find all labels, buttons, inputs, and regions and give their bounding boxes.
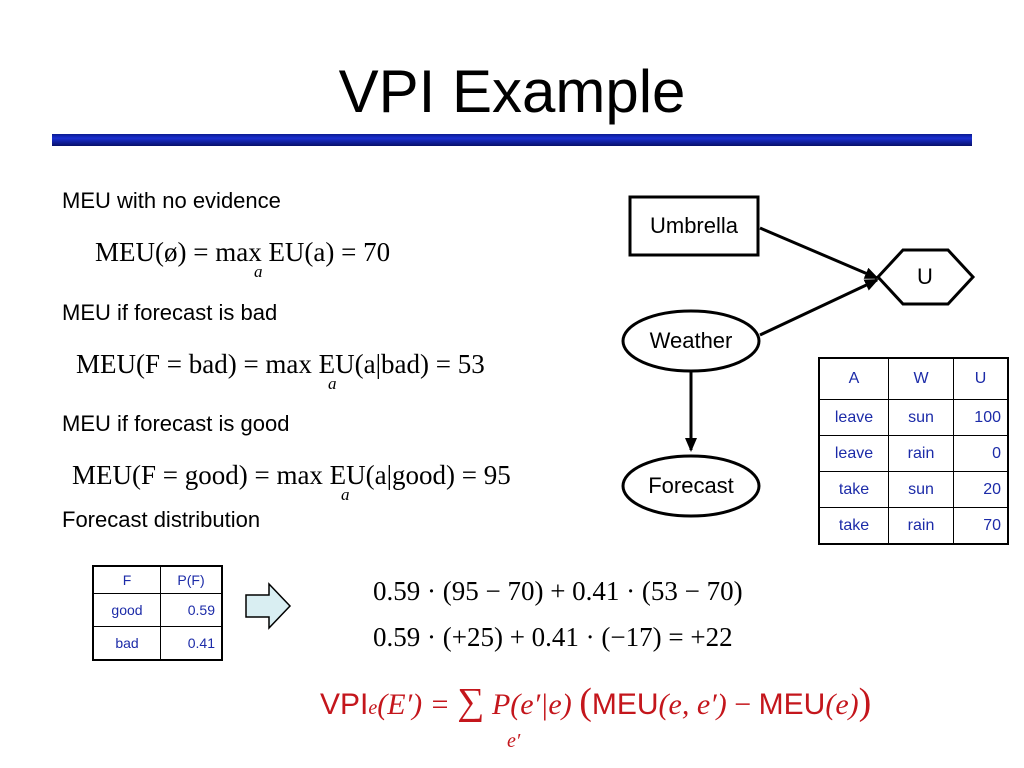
- table-cell: take: [818, 507, 889, 545]
- table-row: leave sun 100: [818, 399, 1009, 436]
- label-forecast-bad: MEU if forecast is bad: [62, 300, 278, 325]
- table-header: P(F): [160, 565, 223, 594]
- table-cell: take: [818, 471, 889, 508]
- table-header: W: [888, 357, 954, 400]
- umbrella-node-label: Umbrella: [650, 213, 739, 238]
- calculation-line-1: 0.59 · (95 − 70) + 0.41 · (53 − 70): [373, 576, 743, 606]
- table-cell: rain: [888, 507, 954, 545]
- table-cell: leave: [818, 399, 889, 436]
- table-cell: 100: [953, 399, 1009, 436]
- weather-node-label: Weather: [650, 328, 733, 353]
- calculation-line-2: 0.59 · (+25) + 0.41 · (−17) = +22: [373, 622, 733, 652]
- table-row: good 0.59: [92, 593, 223, 627]
- vpi-term: P(e′|e): [491, 688, 572, 721]
- table-cell: rain: [888, 435, 954, 472]
- utility-node-label: U: [917, 264, 933, 289]
- table-header-row: A W U: [818, 357, 1009, 400]
- equation-forecast-good-main: MEU(F = good) = max EU(a|good) = 95: [72, 460, 511, 490]
- vpi-meu2-arg: (e): [825, 688, 859, 721]
- table-cell: 0: [953, 435, 1009, 472]
- weather-chance-node: [621, 309, 761, 373]
- table-cell: 0.59: [160, 593, 223, 627]
- equation-no-evidence-main: MEU(ø) = max EU(a) = 70: [95, 237, 391, 267]
- table-row: take rain 70: [818, 507, 1009, 545]
- table-row: bad 0.41: [92, 626, 223, 661]
- vpi-lhs-sub: e: [368, 697, 378, 719]
- table-cell: good: [92, 593, 161, 627]
- forecast-node-label: Forecast: [648, 473, 734, 498]
- vpi-minus: −: [734, 688, 752, 721]
- edge-weather-to-utility: [759, 278, 879, 337]
- table-cell: 0.41: [160, 626, 223, 661]
- vpi-sum-sub: e′: [507, 730, 521, 752]
- utility-node: [875, 248, 976, 306]
- vpi-formula: VPIe(E′) = ∑ P(e′|e) (MEU(e, e′) − MEU(e…: [320, 680, 871, 724]
- vpi-sum-symbol: ∑: [457, 681, 485, 723]
- vpi-lhs-arg: (E′) =: [377, 688, 450, 721]
- edge-umbrella-to-utility: [759, 226, 879, 280]
- label-forecast-good: MEU if forecast is good: [62, 411, 290, 436]
- title-underline-bar: [52, 134, 972, 146]
- table-row: leave rain 0: [818, 435, 1009, 472]
- table-header: U: [953, 357, 1009, 400]
- equation-no-evidence: MEU(ø) = max EU(a) = 70: [95, 237, 390, 268]
- decision-network-diagram: Umbrella U Weather Forecast: [621, 195, 976, 518]
- table-header: F: [92, 565, 161, 594]
- equation-forecast-good: MEU(F = good) = max EU(a|good) = 95: [72, 460, 511, 491]
- equation-forecast-bad: MEU(F = bad) = max EU(a|bad) = 53: [76, 349, 485, 380]
- slide-title: VPI Example: [338, 58, 686, 125]
- equation-no-evidence-sub: a: [254, 262, 263, 281]
- table-cell: 70: [953, 507, 1009, 545]
- table-cell: sun: [888, 399, 954, 436]
- equation-forecast-bad-sub: a: [328, 374, 337, 393]
- vpi-meu1-name: MEU: [591, 688, 659, 721]
- equation-forecast-good-sub: a: [341, 485, 350, 504]
- label-forecast-distribution: Forecast distribution: [62, 507, 261, 532]
- table-row: take sun 20: [818, 471, 1009, 508]
- vpi-meu2-name: MEU: [758, 688, 826, 721]
- utility-table: A W U leave sun 100 leave rain 0 take su…: [818, 357, 1009, 545]
- vpi-meu1-arg: (e, e′): [658, 688, 727, 721]
- table-cell: leave: [818, 435, 889, 472]
- table-cell: sun: [888, 471, 954, 508]
- forecast-chance-node: [621, 454, 761, 518]
- forecast-distribution-table: F P(F) good 0.59 bad 0.41: [92, 565, 223, 661]
- equation-forecast-bad-main: MEU(F = bad) = max EU(a|bad) = 53: [76, 349, 485, 379]
- vpi-paren-close: ): [858, 681, 872, 723]
- table-cell: 20: [953, 471, 1009, 508]
- label-no-evidence: MEU with no evidence: [62, 188, 281, 213]
- right-arrow-icon: [245, 582, 292, 630]
- umbrella-decision-node: [628, 195, 760, 257]
- table-header-row: F P(F): [92, 565, 223, 594]
- table-header: A: [818, 357, 889, 400]
- table-cell: bad: [92, 626, 161, 661]
- vpi-lhs-name: VPI: [320, 688, 369, 721]
- vpi-paren-open: (: [579, 681, 592, 723]
